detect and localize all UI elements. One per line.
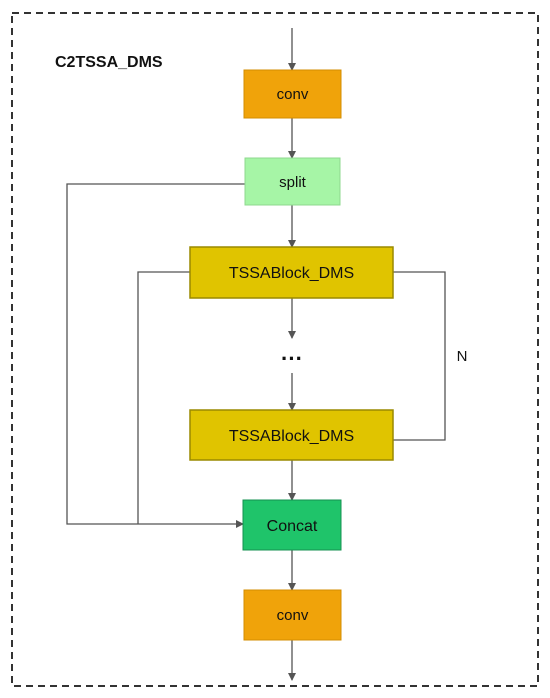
node-ellipsis: ··· — [281, 346, 303, 371]
tssa-block-1-label: TSSABlock_DMS — [229, 265, 354, 282]
tssa-tap-path — [137, 271, 190, 524]
split-bypass-path — [66, 183, 245, 528]
module-title: C2TSSA_DMS — [55, 54, 163, 71]
node-conv-bottom: conv — [243, 589, 342, 641]
conv-top-label: conv — [277, 86, 309, 103]
concat-label: Concat — [267, 518, 318, 535]
node-tssa-block-2: TSSABlock_DMS — [189, 409, 394, 461]
split-label: split — [279, 174, 307, 191]
conv-bottom-label: conv — [277, 607, 309, 624]
node-split: split — [244, 157, 341, 206]
ellipsis-label: ··· — [281, 346, 303, 371]
connectors — [66, 28, 446, 681]
node-concat: Concat — [242, 499, 342, 551]
node-tssa-block-1: TSSABlock_DMS — [189, 246, 394, 299]
repeat-count-label: N — [457, 348, 468, 365]
node-conv-top: conv — [243, 69, 342, 119]
repeat-loop-path — [393, 271, 446, 441]
tssa-block-2-label: TSSABlock_DMS — [229, 428, 354, 445]
